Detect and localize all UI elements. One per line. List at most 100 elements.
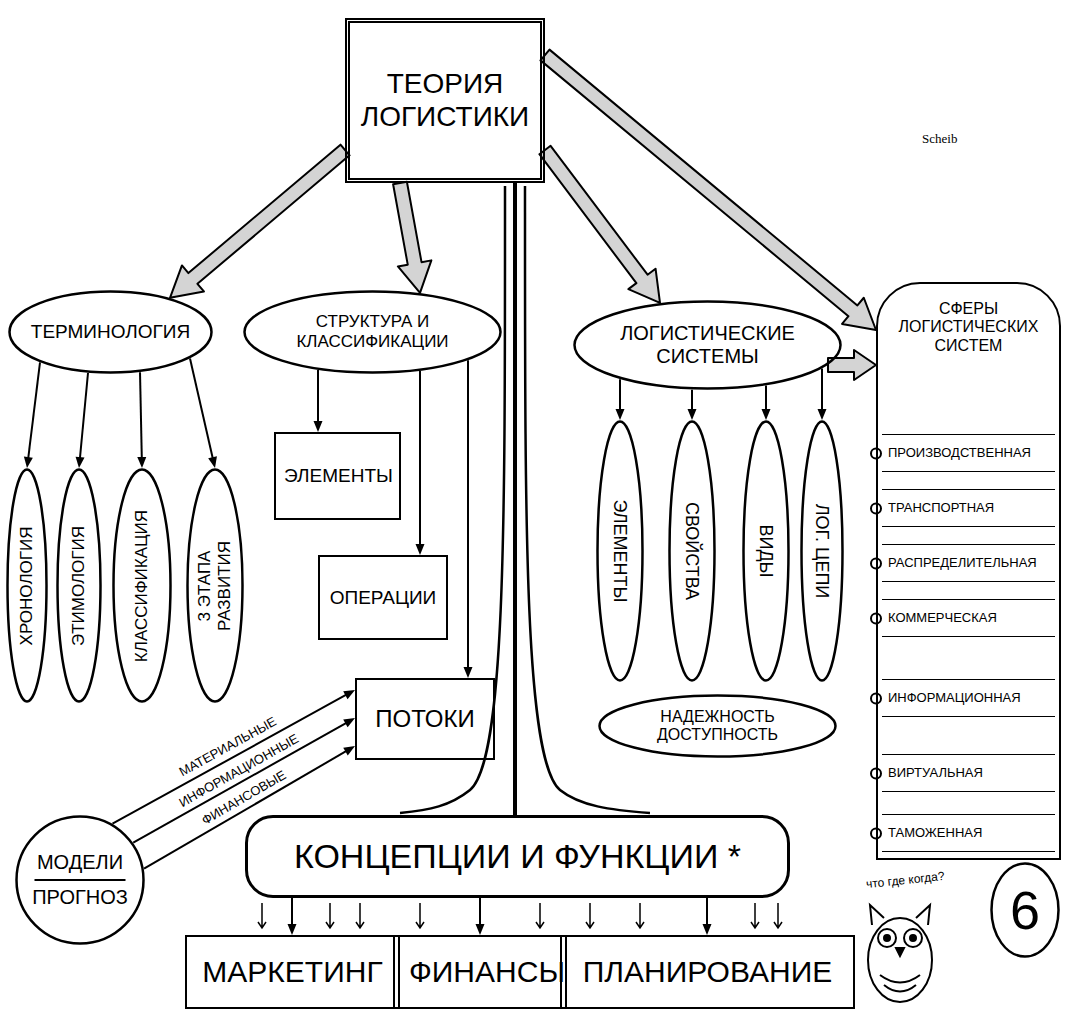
arrow-connector	[137, 372, 146, 468]
arrow-connector	[314, 370, 323, 432]
node-label: ПРОГНОЗ	[32, 886, 128, 909]
node-label: ЭЛЕМЕНТЫ	[284, 465, 391, 487]
arrow-connector	[762, 386, 771, 420]
arrow-head	[288, 924, 297, 935]
arrow-connector	[393, 182, 431, 293]
node-label: ВИДЫ	[756, 524, 777, 577]
node-label: НАДЕЖНОСТЬ ДОСТУПНОСТЬ	[624, 708, 812, 745]
arrow-connector	[288, 898, 297, 935]
oval-border	[575, 302, 841, 389]
subtopic-oval: ЭЛЕМЕНТЫ	[596, 420, 644, 682]
arrow-connector	[464, 360, 473, 678]
connector-line	[419, 371, 421, 546]
arrow-connector	[818, 369, 827, 420]
owl-body	[868, 918, 932, 1002]
topic-oval: ЛОГИСТИЧЕСКИЕ СИСТЕМЫ	[573, 300, 842, 390]
node-label: ПОТОКИ	[375, 705, 474, 733]
arrow-head	[343, 718, 355, 727]
sphere-row: ТАМОЖЕННАЯ	[882, 814, 1055, 852]
connector-line	[140, 372, 142, 459]
node-label: РАСПРЕДЕЛИТЕЛЬНАЯ	[888, 556, 1037, 571]
subtopic-oval: ЭТИМОЛОГИЯ	[56, 468, 102, 703]
node-label: ЛОГИСТИЧЕСКИЕ СИСТЕМЫ	[602, 322, 814, 368]
oval-border	[802, 422, 843, 681]
node-label: КЛАССИФИКАЦИЯ	[132, 509, 152, 661]
connector-line	[80, 373, 88, 459]
process-box: ОПЕРАЦИИ	[318, 555, 448, 640]
model-circle: МОДЕЛИ ПРОГНОЗ	[15, 815, 145, 945]
connector-line	[291, 898, 293, 926]
sphere-row: ИНФОРМАЦИОННАЯ	[882, 679, 1055, 717]
arrow-head	[76, 457, 85, 468]
arrow-connector	[703, 898, 712, 935]
block-arrow	[393, 182, 431, 293]
node-label: ХРОНОЛОГИЯ	[17, 526, 37, 645]
arrow-head	[343, 690, 355, 699]
owl-pupil	[884, 935, 890, 941]
arrow-head	[416, 544, 425, 555]
connector-line	[706, 898, 708, 926]
node-label: КОММЕРЧЕСКАЯ	[888, 611, 997, 626]
topic-oval: СТРУКТУРА И КЛАССИФИКАЦИИ	[243, 290, 502, 374]
arrow-head	[762, 409, 771, 420]
arrow-connector	[539, 146, 660, 303]
tick-arrow	[356, 903, 364, 928]
table-cell: ПЛАНИРОВАНИЕ	[560, 935, 855, 1009]
arrow-head	[688, 409, 697, 420]
tick-arrow	[586, 903, 594, 928]
node-label: СФЕРЫ ЛОГИСТИЧЕСКИХ СИСТЕМ	[887, 300, 1050, 355]
arrow-connector	[476, 898, 485, 935]
arrow-head	[818, 409, 827, 420]
sphere-row: ТРАНСПОРТНАЯ	[882, 489, 1055, 527]
arrow-connector	[24, 362, 40, 468]
title-box: ТЕОРИЯ ЛОГИСТИКИ	[345, 18, 545, 183]
owl-speech: что где когда?	[866, 870, 946, 891]
process-box: ЭЛЕМЕНТЫ	[274, 432, 401, 520]
block-arrow	[828, 350, 876, 380]
oval-border	[245, 292, 501, 373]
node-label: ИНФОРМАЦИОННАЯ	[888, 691, 1021, 706]
arrow-connector	[541, 50, 876, 330]
arrow-connector	[828, 350, 876, 380]
tick-arrow	[536, 903, 544, 928]
process-box: ПОТОКИ	[355, 678, 495, 760]
block-arrow	[541, 50, 876, 330]
tick-arrow	[774, 903, 782, 928]
owl-eye	[878, 929, 896, 947]
oval-border	[58, 470, 101, 702]
node-label: 3 ЭТАПА РАЗВИТИЯ	[195, 531, 234, 641]
node-label: ТЕРМИНОЛОГИЯ	[31, 321, 190, 343]
arrow-head	[24, 457, 33, 468]
connector-line	[28, 362, 40, 459]
oval-border	[17, 817, 144, 944]
arrow-head	[464, 667, 473, 678]
owl-beak	[896, 948, 904, 956]
tick-arrow	[751, 903, 759, 928]
node-label: 6	[1010, 879, 1040, 941]
subtopic-oval: КЛАССИФИКАЦИЯ	[112, 468, 172, 703]
oval-border	[992, 864, 1059, 957]
page-number-circle: 6	[990, 862, 1060, 958]
connector-line	[467, 360, 469, 669]
node-label: МОДЕЛИ	[37, 851, 123, 874]
trunk-curve	[525, 186, 650, 813]
owl-eye	[904, 929, 922, 947]
arrow-head	[343, 746, 355, 755]
oval-border	[598, 422, 643, 681]
arrow-head	[137, 457, 146, 468]
arrow-head	[616, 409, 625, 420]
node-label: СТРУКТУРА И КЛАССИФИКАЦИИ	[271, 312, 475, 351]
oval-border	[10, 292, 212, 373]
property-oval: НАДЕЖНОСТЬ ДОСТУПНОСТЬ	[598, 694, 837, 758]
sphere-row: ВИРТУАЛЬНАЯ	[882, 754, 1055, 792]
arrow-connector	[616, 379, 625, 420]
owl-ears	[870, 905, 930, 925]
arrow-connector	[76, 373, 88, 468]
node-label: ТРАНСПОРТНАЯ	[888, 501, 994, 516]
subtopic-oval: ХРОНОЛОГИЯ	[6, 468, 48, 703]
node-label: МАРКЕТИНГ	[202, 955, 382, 990]
table-cell: МАРКЕТИНГ	[185, 935, 400, 1009]
subtopic-oval: 3 ЭТАПА РАЗВИТИЯ	[186, 468, 244, 703]
concept-band: КОНЦЕПЦИИ И ФУНКЦИИ *	[245, 815, 790, 898]
